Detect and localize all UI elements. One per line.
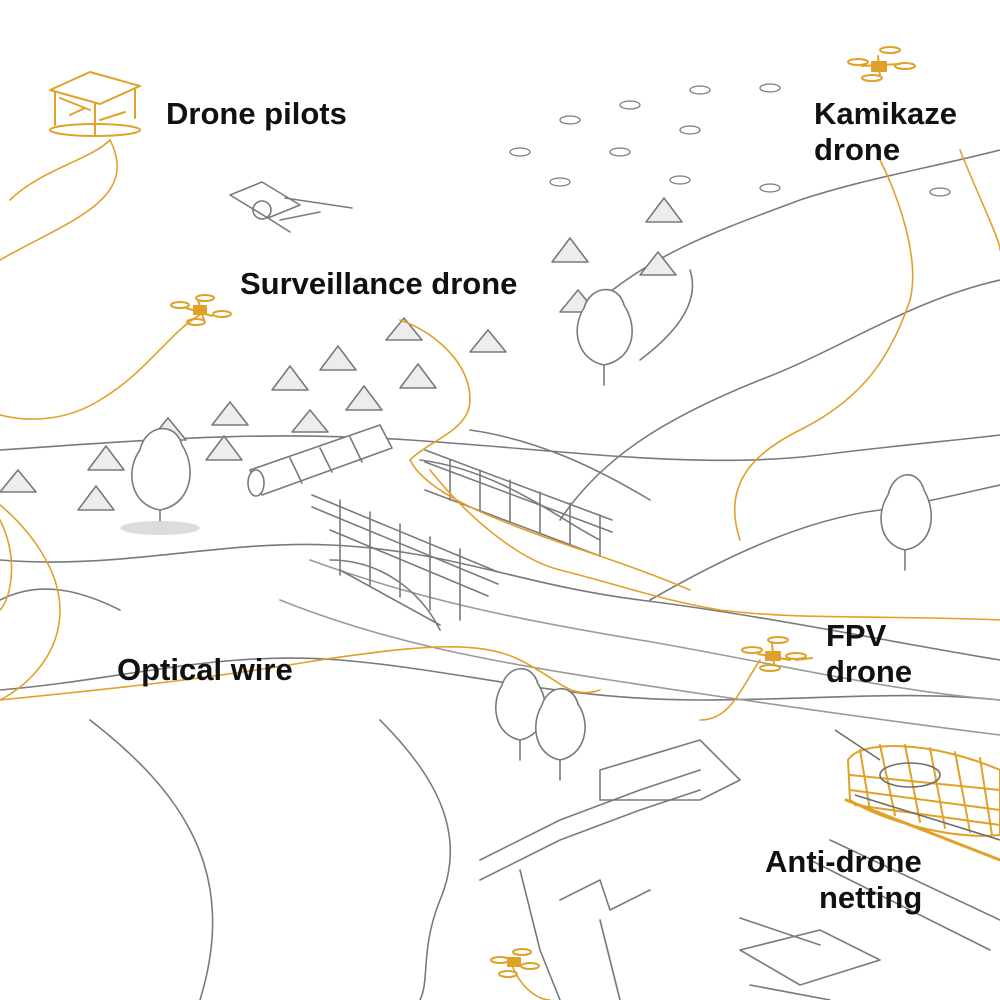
label-fpv-drone-line-2: drone [826,654,913,689]
bottom-drone-icon [490,948,540,978]
drone-pilots-shelter [49,71,141,137]
label-kamikaze-drone-line-1: Kamikaze [814,96,958,131]
tank-obstacles [0,197,683,511]
label-fpv-drone-line-1: FPV [826,618,887,653]
anti-drone-netting-icon [844,744,1000,862]
label-anti-drone-netting-line-1: Anti-drone [765,844,922,879]
right-bridge [424,449,613,557]
tank-track [809,839,1000,951]
craters [509,83,951,197]
label-anti-drone-netting: Anti-drone netting [765,844,922,916]
label-kamikaze-drone-line-2: drone [814,132,901,167]
label-drone-pilots: Drone pilots [166,96,347,131]
river [279,429,1000,736]
self-propelled-gun [739,917,881,1000]
label-surveillance-drone: Surveillance drone [240,266,518,301]
label-anti-drone-netting-line-2: netting [819,880,923,915]
tank [834,729,1000,841]
label-fpv-drone: FPV drone [826,618,912,690]
trees [120,288,932,781]
fpv-drone-icon [741,636,813,672]
left-bridge [311,494,499,631]
surveillance-drone-icon [170,294,232,326]
artillery-gun [229,181,353,233]
trenches [479,739,741,1000]
culvert-pipe [247,424,393,497]
label-kamikaze-drone: Kamikaze drone [814,96,957,168]
label-optical-wire: Optical wire [117,652,293,687]
kamikaze-drone-icon [847,46,916,82]
optical-wire-paths [0,139,1000,1000]
